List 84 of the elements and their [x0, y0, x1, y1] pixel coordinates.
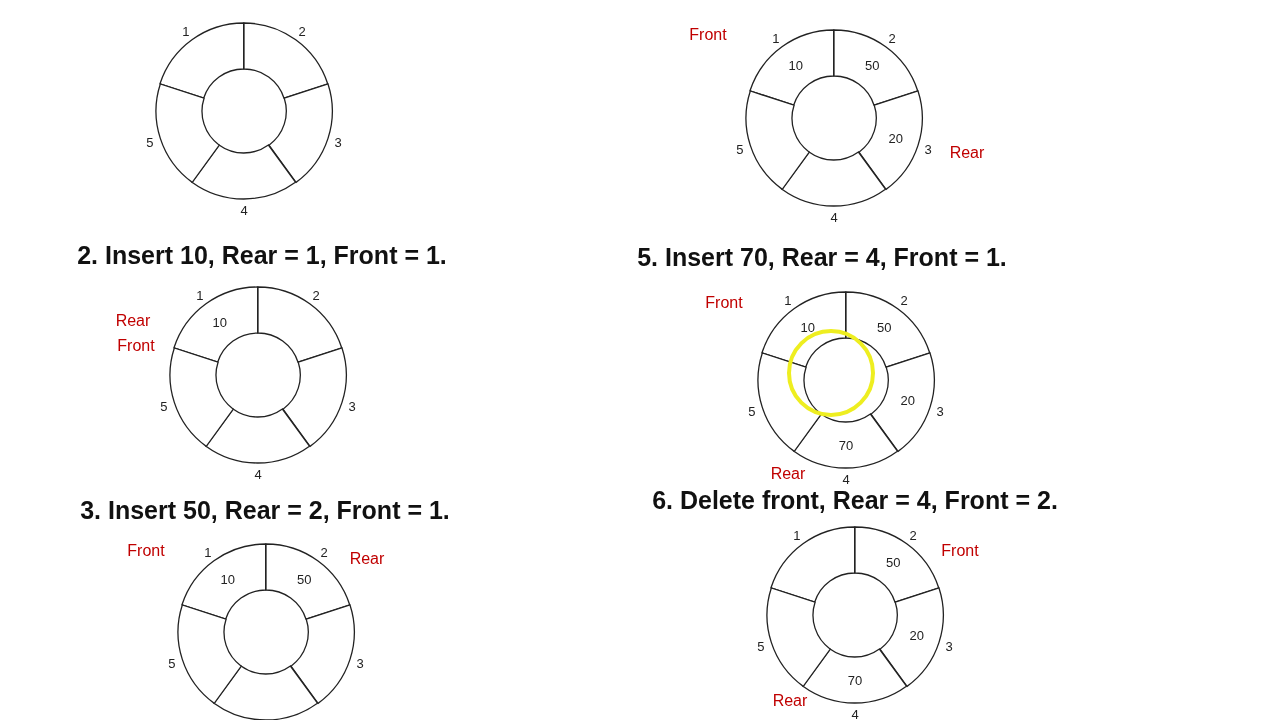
step-title: 2. Insert 10, Rear = 1, Front = 1. — [77, 240, 447, 270]
slot-number: 4 — [851, 707, 859, 720]
slot-number: 3 — [348, 399, 356, 413]
ring-segment — [854, 526, 940, 603]
queue-value: 10 — [800, 320, 815, 334]
ring-segment — [757, 351, 823, 453]
slot-number: 2 — [298, 24, 306, 38]
ring-segment — [857, 89, 923, 191]
ring-segment — [173, 286, 259, 363]
slot-number: 4 — [842, 472, 850, 486]
ring-segment — [770, 526, 856, 603]
queue-value: 20 — [909, 628, 925, 642]
ring-segment — [155, 82, 221, 184]
slot-number: 3 — [334, 135, 342, 149]
slot-number: 5 — [748, 404, 756, 418]
ring-segment — [878, 586, 944, 688]
ring-segment — [213, 664, 319, 720]
ring-segment — [845, 291, 931, 368]
ring-segment — [177, 603, 243, 705]
step-title: 5. Insert 70, Rear = 4, Front = 1. — [637, 242, 1007, 272]
ring-segment — [169, 346, 235, 448]
ring-segment — [205, 407, 311, 464]
slot-number: 5 — [168, 656, 176, 670]
slot-number: 2 — [888, 31, 896, 45]
slot-number: 1 — [182, 24, 190, 38]
pointer-label: Rear — [115, 313, 151, 329]
ring-segment — [265, 543, 351, 620]
slot-number: 1 — [772, 31, 780, 45]
ring-segment — [781, 150, 887, 207]
ring-segment — [833, 29, 919, 106]
queue-value: 70 — [847, 673, 863, 687]
slot-number: 5 — [146, 135, 154, 149]
ring-segment — [289, 603, 355, 705]
slot-number: 2 — [320, 545, 328, 559]
slot-number: 4 — [830, 210, 838, 224]
slot-number: 1 — [784, 293, 792, 307]
slot-number: 3 — [356, 656, 364, 670]
queue-value: 10 — [220, 572, 235, 586]
slot-number: 1 — [204, 545, 212, 559]
ring-segment — [745, 89, 811, 191]
ring-segment — [243, 22, 329, 99]
ring-segment — [267, 82, 333, 184]
pointer-label: Front — [117, 338, 155, 354]
slot-number: 5 — [757, 639, 765, 653]
queue-value: 50 — [885, 555, 901, 569]
queue-value: 50 — [876, 320, 892, 334]
slot-number: 1 — [793, 528, 801, 542]
pointer-label: Rear — [949, 145, 985, 161]
pointer-label: Front — [127, 543, 165, 559]
queue-value: 50 — [296, 572, 312, 586]
ring-segment — [793, 412, 899, 469]
queue-value: 50 — [864, 58, 880, 72]
queue-value: 10 — [788, 58, 803, 72]
slot-number: 2 — [312, 288, 320, 302]
step-title: 3. Insert 50, Rear = 2, Front = 1. — [80, 495, 450, 525]
slot-number: 4 — [254, 467, 262, 481]
pointer-label: Rear — [770, 466, 806, 482]
slot-number: 4 — [240, 203, 248, 217]
ring-segment — [281, 346, 347, 448]
queue-value: 70 — [838, 438, 854, 452]
slot-number: 1 — [196, 288, 204, 302]
ring-segment — [257, 286, 343, 363]
slot-number: 5 — [736, 142, 744, 156]
slot-number: 3 — [936, 404, 944, 418]
queue-value: 20 — [900, 393, 916, 407]
pointer-label: Front — [705, 295, 743, 311]
pointer-label: Rear — [349, 551, 385, 567]
slot-number: 3 — [945, 639, 953, 653]
slot-number: 2 — [900, 293, 908, 307]
queue-value: 20 — [888, 131, 904, 145]
slot-number: 5 — [160, 399, 168, 413]
ring-segment — [749, 29, 835, 106]
pointer-label: Rear — [772, 693, 808, 709]
pointer-label: Front — [689, 27, 727, 43]
slot-number: 2 — [909, 528, 917, 542]
ring-segment — [766, 586, 832, 688]
ring-segment — [159, 22, 245, 99]
ring-segment — [191, 143, 297, 200]
slot-number: 3 — [924, 142, 932, 156]
pointer-label: Front — [941, 543, 979, 559]
queue-value: 10 — [212, 315, 227, 329]
step-title: 6. Delete front, Rear = 4, Front = 2. — [652, 485, 1058, 515]
ring-segment — [869, 351, 935, 453]
ring-segment — [181, 543, 267, 620]
